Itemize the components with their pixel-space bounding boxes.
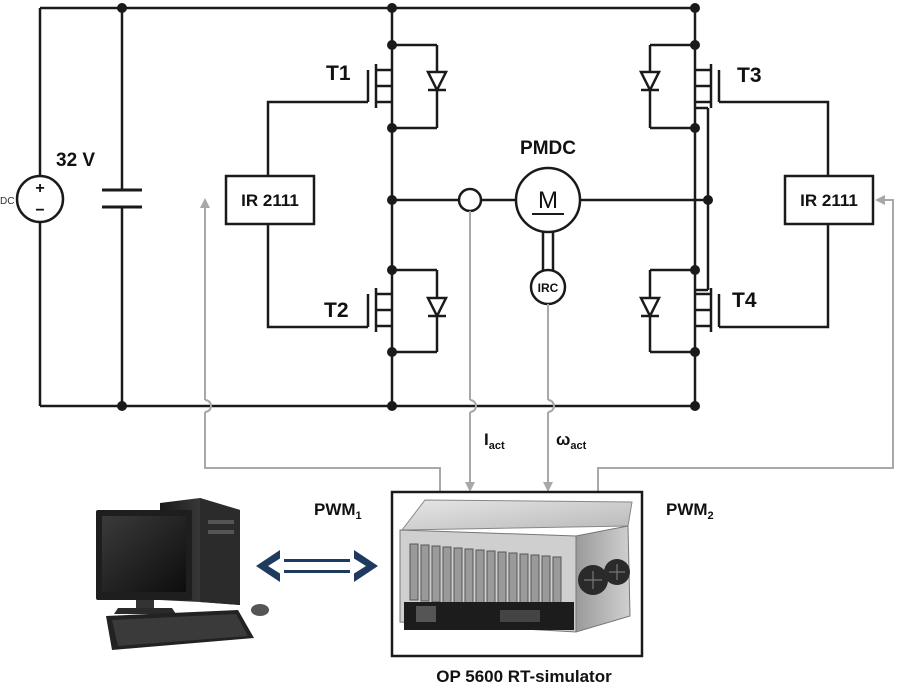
svg-text:+: + [35, 180, 44, 197]
pmdc-motor [514, 166, 582, 234]
bidirectional-arrow-icon [256, 550, 378, 582]
t3-label: T3 [737, 64, 762, 87]
junction-dots [117, 3, 713, 411]
svg-text:−: − [35, 202, 44, 219]
transistor-t1 [266, 43, 449, 176]
motor-shaft [541, 232, 555, 270]
t1-label: T1 [326, 62, 351, 85]
simulator-hardware [399, 499, 633, 633]
power-wiring [38, 6, 710, 408]
simulator-label: OP 5600 RT-simulator [436, 667, 612, 686]
signal-lines [200, 195, 894, 492]
speed-signal-label: ωact [556, 430, 587, 452]
pwm1-label: PWM1 [314, 500, 362, 522]
encoder-label: IRC [538, 281, 559, 295]
gate-driver-right-label: IR 2111 [800, 191, 858, 210]
motor-label: PMDC [520, 138, 576, 159]
transistor-t2 [266, 224, 449, 354]
t4-label: T4 [732, 289, 757, 312]
dc-label: DC [0, 196, 14, 207]
host-computer [96, 498, 269, 650]
dc-link-capacitor [102, 188, 142, 209]
transistor-t3 [638, 43, 830, 176]
gate-driver-left [224, 174, 316, 226]
t2-label: T2 [324, 299, 349, 322]
transistor-t4 [638, 224, 830, 354]
motor-symbol: M [538, 187, 558, 214]
current-signal-label: Iact [484, 430, 505, 452]
pwm2-label: PWM2 [666, 500, 714, 522]
voltage-label: 32 V [56, 150, 95, 171]
gate-driver-left-label: IR 2111 [241, 191, 299, 210]
dc-voltage-source: + − [15, 174, 65, 224]
current-sensor [457, 187, 483, 213]
gate-driver-right [783, 174, 875, 226]
